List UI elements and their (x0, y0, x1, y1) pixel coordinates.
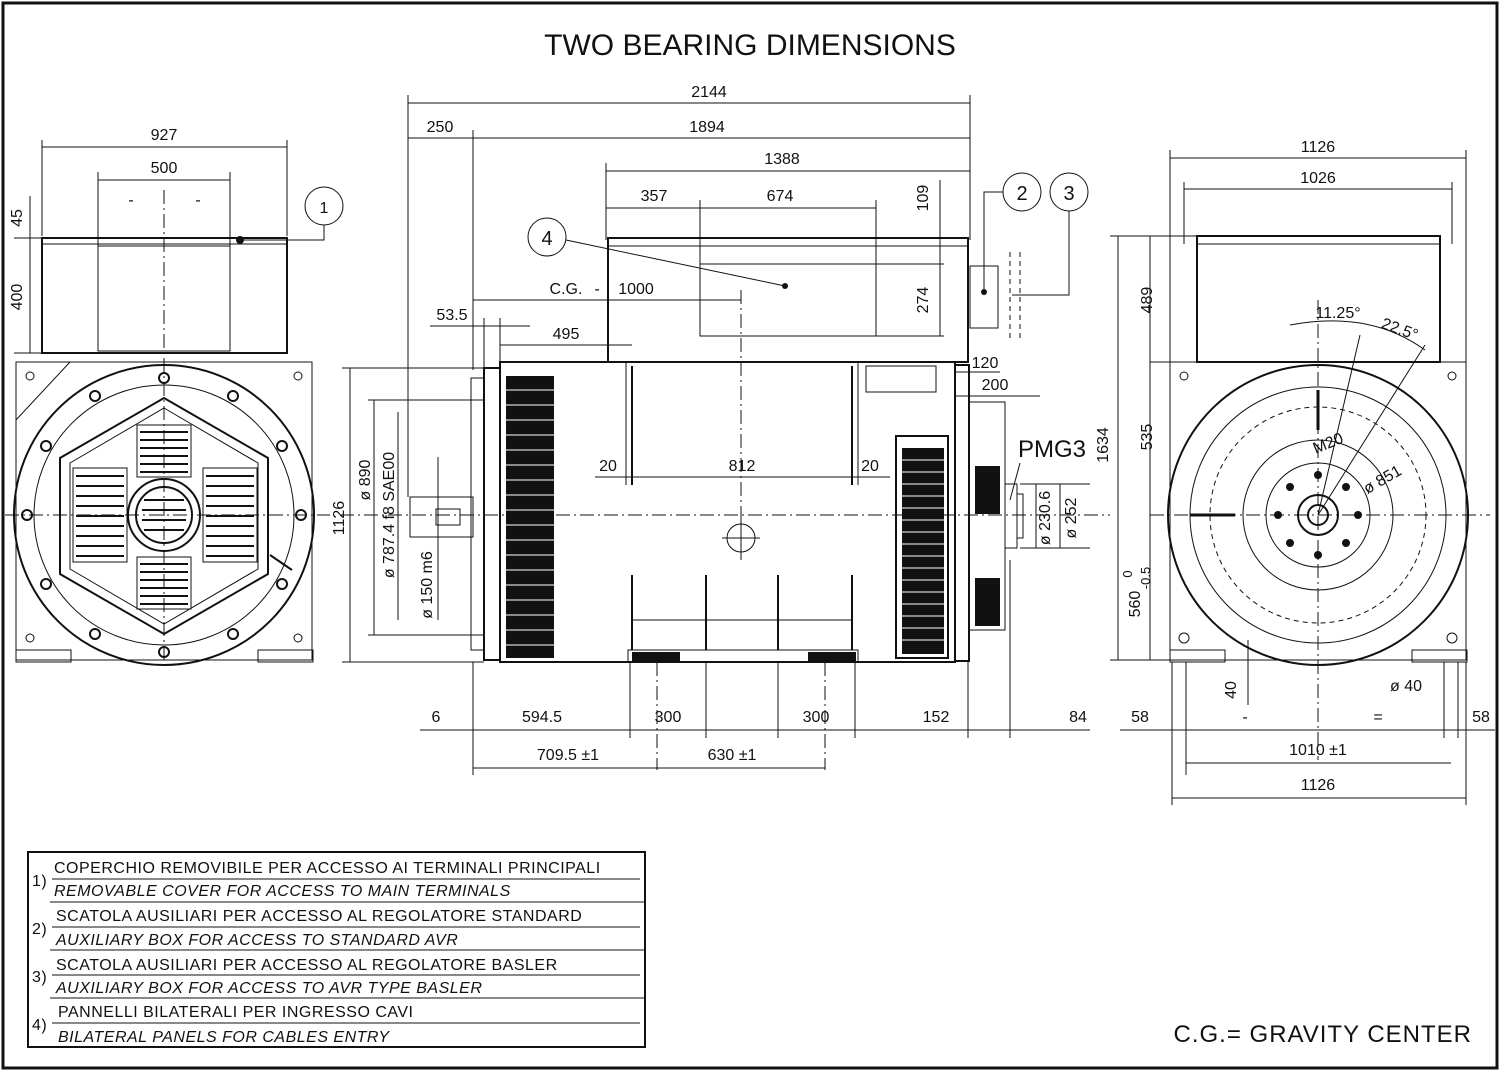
svg-text:2: 2 (1016, 183, 1027, 205)
dim-1126-top: 1126 (1301, 139, 1336, 156)
svg-text:-0.5: -0.5 (1138, 567, 1153, 589)
legend-en-1: REMOVABLE COVER FOR ACCESS TO MAIN TERMI… (54, 883, 511, 900)
svg-text:3: 3 (1063, 183, 1074, 205)
end-view: 11.25° 22.5° M20 ø 851 1126 1026 1634 48… (1095, 139, 1495, 805)
legend-it-2: SCATOLA AUSILIARI PER ACCESSO AL REGOLAT… (56, 908, 582, 925)
legend-en-2: AUXILIARY BOX FOR ACCESS TO STANDARD AVR (55, 932, 458, 949)
dim-1634: 1634 (1095, 427, 1112, 463)
dim-200: 200 (982, 377, 1009, 394)
dim-dia-150: ø 150 m6 (419, 551, 436, 619)
dim-535: 535 (1139, 424, 1156, 451)
dim-120: 120 (972, 355, 999, 372)
dim-dia-851: ø 851 (1361, 462, 1405, 497)
dim-594-5: 594.5 (522, 709, 562, 726)
legend-num-1: 1) (32, 873, 47, 890)
angle-11-25: 11.25° (1315, 305, 1360, 322)
svg-text:-: - (1242, 709, 1247, 726)
dim-109: 109 (915, 185, 932, 212)
dim-274: 274 (915, 287, 932, 314)
svg-text:=: = (1373, 709, 1382, 726)
dim-250: 250 (427, 119, 454, 136)
dim-1010: 1010 ±1 (1289, 742, 1347, 759)
dim-1126-bottom: 1126 (1301, 777, 1336, 794)
legend-it-1: COPERCHIO REMOVIBILE PER ACCESSO AI TERM… (54, 860, 601, 877)
dim-1388: 1388 (764, 151, 800, 168)
dim-dia-787: ø 787.4 f8 SAE00 (381, 452, 398, 578)
dim-674: 674 (767, 188, 794, 205)
cg-label: C.G. (550, 281, 583, 298)
dim-630: 630 ±1 (708, 747, 757, 764)
dim-6: 6 (432, 709, 441, 726)
svg-text:1: 1 (320, 200, 329, 217)
dim-1000: 1000 (618, 281, 654, 298)
dim-58-left: 58 (1131, 709, 1149, 726)
legend-it-3: SCATOLA AUSILIARI PER ACCESSO AL REGOLAT… (56, 957, 558, 974)
legend-num-2: 2) (32, 921, 47, 938)
dim-40: 40 (1223, 681, 1240, 699)
svg-text:-: - (594, 281, 599, 298)
svg-text:-: - (128, 192, 133, 209)
dim-709-5: 709.5 ±1 (537, 747, 599, 764)
dim-300-left: 300 (655, 709, 682, 726)
dim-927: 927 (151, 127, 178, 144)
dim-560: 560 (1127, 591, 1144, 618)
callout-4 (527, 217, 567, 257)
dim-495: 495 (553, 326, 580, 343)
legend-en-3: AUXILIARY BOX FOR ACCESS TO AVR TYPE BAS… (55, 980, 482, 997)
angle-22-5: 22.5° (1379, 315, 1420, 344)
drawing-title: TWO BEARING DIMENSIONS (544, 29, 956, 62)
dim-dia-40: ø 40 (1390, 678, 1422, 695)
gravity-center-note: C.G.= GRAVITY CENTER (1174, 1021, 1473, 1048)
dim-20-right: 20 (861, 458, 879, 475)
dim-357: 357 (641, 188, 668, 205)
dim-489: 489 (1139, 287, 1156, 314)
svg-text:0: 0 (1120, 570, 1135, 577)
legend-table: 1) COPERCHIO REMOVIBILE PER ACCESSO AI T… (27, 851, 646, 1048)
dim-812: 812 (729, 458, 756, 475)
dim-1894: 1894 (689, 119, 725, 136)
legend-en-4: BILATERAL PANELS FOR CABLES ENTRY (58, 1029, 390, 1046)
front-view: 927 500 - - 45 400 1 (5, 127, 344, 670)
stator-body (499, 361, 956, 663)
dim-20-left: 20 (599, 458, 617, 475)
dim-1126-side: 1126 (331, 501, 348, 536)
dim-400: 400 (9, 284, 26, 311)
legend-num-3: 3) (32, 969, 47, 986)
svg-text:4: 4 (541, 228, 552, 250)
legend-it-4: PANNELLI BILATERALI PER INGRESSO CAVI (58, 1004, 414, 1021)
dim-300-right: 300 (803, 709, 830, 726)
dim-45: 45 (9, 209, 26, 227)
dim-dia-230-6: ø 230.6 (1037, 491, 1054, 545)
side-view: 2144 250 1894 1388 357 674 109 274 C.G. … (331, 84, 1110, 775)
dim-84: 84 (1069, 709, 1087, 726)
dim-dia-890: ø 890 (357, 459, 374, 500)
svg-text:-: - (195, 192, 200, 209)
dim-2144: 2144 (691, 84, 727, 101)
legend-num-4: 4) (32, 1017, 47, 1034)
pmg3-label: PMG3 (1018, 436, 1086, 463)
dim-152: 152 (923, 709, 950, 726)
dim-500: 500 (151, 160, 178, 177)
thread-m20: M20 (1311, 430, 1346, 457)
dim-53-5: 53.5 (436, 307, 467, 324)
dim-1026: 1026 (1300, 170, 1336, 187)
vent-grille-left (506, 376, 554, 658)
dim-58-right: 58 (1472, 709, 1490, 726)
dim-dia-252: ø 252 (1063, 497, 1080, 538)
vent-grille-right (902, 448, 944, 654)
